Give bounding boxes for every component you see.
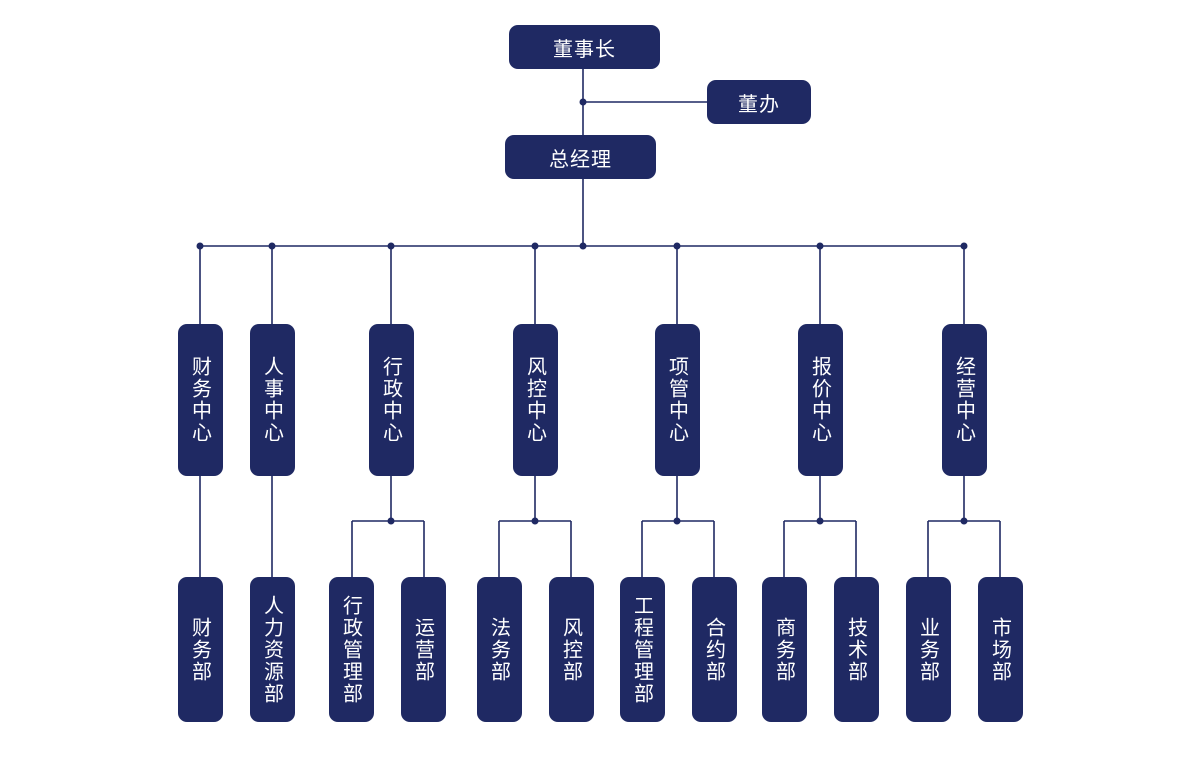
junction-dot	[816, 242, 824, 250]
node-project-center: 项管中心	[655, 324, 700, 476]
node-label: 项管中心	[665, 356, 690, 444]
node-label: 报价中心	[808, 356, 833, 444]
node-dept: 商务部	[762, 577, 807, 722]
junction-dot	[196, 242, 204, 250]
node-label: 人事中心	[260, 356, 285, 444]
node-label: 行政中心	[379, 356, 404, 444]
node-operation-center: 经营中心	[942, 324, 987, 476]
node-label: 业务部	[916, 616, 941, 683]
node-dept: 行政管理部	[329, 577, 374, 722]
node-label: 风控部	[559, 616, 584, 683]
node-admin-center: 行政中心	[369, 324, 414, 476]
junction-dot	[673, 242, 681, 250]
node-hr-center: 人事中心	[250, 324, 295, 476]
junction-dot	[579, 242, 587, 250]
junction-dot	[579, 98, 587, 106]
node-general-manager: 总经理	[505, 135, 656, 179]
junction-dot	[531, 242, 539, 250]
node-label: 技术部	[844, 616, 869, 683]
node-board-office: 董办	[707, 80, 811, 124]
node-dept: 技术部	[834, 577, 879, 722]
node-finance-center: 财务中心	[178, 324, 223, 476]
node-label: 人力资源部	[260, 594, 285, 705]
node-dept: 法务部	[477, 577, 522, 722]
junction-dot	[673, 517, 681, 525]
node-risk-center: 风控中心	[513, 324, 558, 476]
node-label: 财务中心	[188, 356, 213, 444]
node-chairman: 董事长	[509, 25, 660, 69]
junction-dot	[960, 517, 968, 525]
junction-dot	[816, 517, 824, 525]
node-label: 风控中心	[523, 356, 548, 444]
junction-dot	[268, 242, 276, 250]
node-dept: 风控部	[549, 577, 594, 722]
node-label: 商务部	[772, 616, 797, 683]
node-dept: 工程管理部	[620, 577, 665, 722]
node-label: 工程管理部	[630, 594, 655, 705]
node-dept: 人力资源部	[250, 577, 295, 722]
node-quote-center: 报价中心	[798, 324, 843, 476]
junction-dot	[387, 242, 395, 250]
node-label: 董事长	[553, 36, 616, 61]
junction-dot	[531, 517, 539, 525]
node-label: 法务部	[487, 616, 512, 683]
junction-dot	[960, 242, 968, 250]
node-label: 经营中心	[952, 356, 977, 444]
node-label: 合约部	[702, 616, 727, 683]
junction-dot	[387, 517, 395, 525]
node-label: 运营部	[411, 616, 436, 683]
node-dept: 运营部	[401, 577, 446, 722]
node-dept: 市场部	[978, 577, 1023, 722]
node-label: 行政管理部	[339, 594, 364, 705]
node-label: 市场部	[988, 616, 1013, 683]
node-dept: 财务部	[178, 577, 223, 722]
node-label: 董办	[738, 91, 780, 116]
node-label: 财务部	[188, 616, 213, 683]
node-dept: 业务部	[906, 577, 951, 722]
node-dept: 合约部	[692, 577, 737, 722]
node-label: 总经理	[549, 146, 612, 171]
